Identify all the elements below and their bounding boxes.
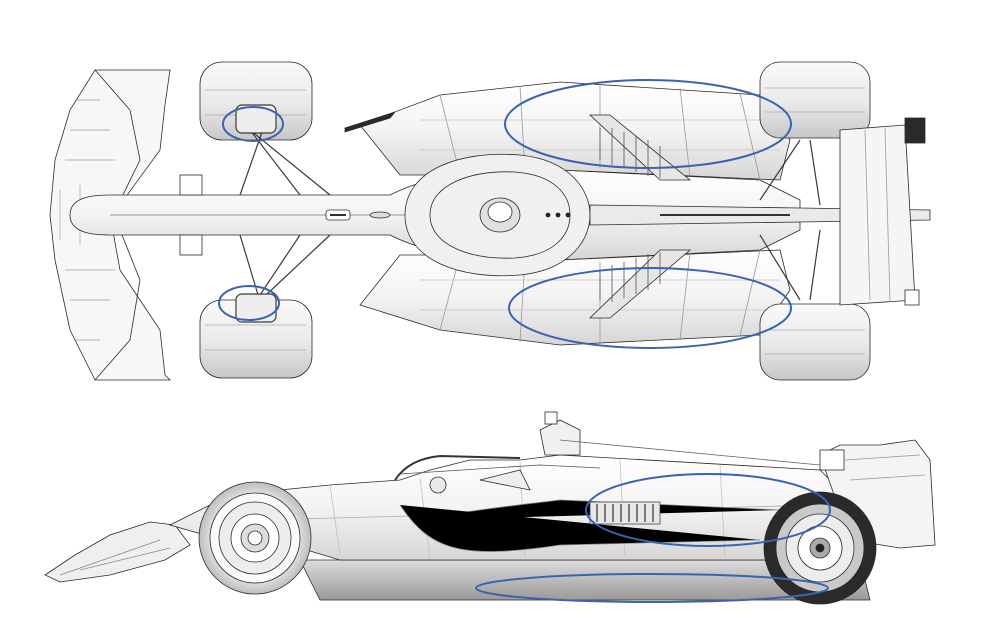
highlight-sidepod-upper bbox=[504, 79, 792, 169]
top-view-highlights bbox=[218, 79, 792, 349]
rear-wing-top bbox=[839, 117, 926, 306]
airbox-side bbox=[539, 411, 821, 466]
body-side bbox=[168, 454, 851, 561]
highlight-front-suspension-lower bbox=[218, 285, 280, 321]
highlight-front-suspension-upper bbox=[222, 106, 284, 142]
side-view-highlights bbox=[475, 473, 831, 603]
side-view bbox=[44, 411, 936, 605]
rear-wheel-side bbox=[763, 491, 877, 605]
halo-side bbox=[394, 454, 601, 494]
sidepods-top bbox=[344, 81, 791, 346]
rear-left-tyre-top bbox=[759, 61, 871, 139]
top-view bbox=[49, 61, 931, 381]
highlight-sidepod-lower bbox=[508, 267, 792, 349]
rear-right-tyre-top bbox=[759, 303, 871, 381]
cockpit-halo-top bbox=[404, 153, 591, 277]
highlight-sidepod-side bbox=[585, 473, 831, 547]
highlight-floor-edge bbox=[475, 573, 829, 603]
front-wing-side bbox=[44, 521, 191, 583]
front-wheel-side bbox=[198, 481, 312, 595]
rear-suspension bbox=[759, 139, 821, 301]
